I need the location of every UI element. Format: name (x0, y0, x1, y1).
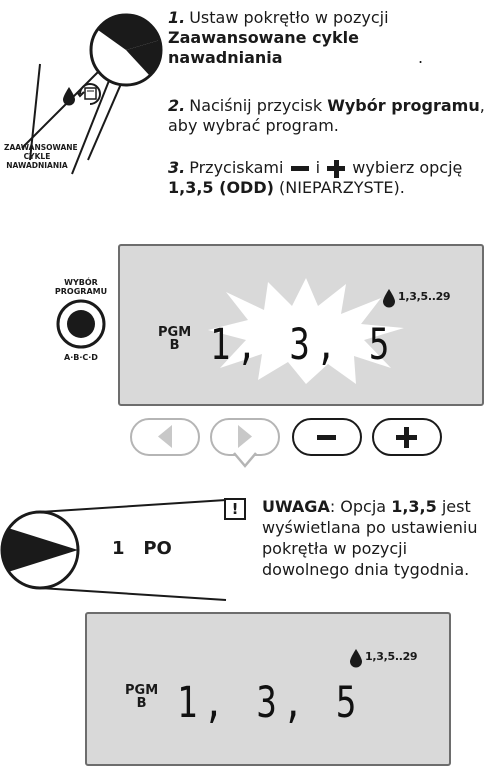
callout-pointer (233, 452, 257, 468)
program-button-options: A·B·C·D (64, 353, 98, 362)
lcd-display-top: PGM B 1, 3, 5 1,3,5..29 (118, 244, 484, 406)
step-2: 2.Naciśnij przycisk Wybór programu, aby … (168, 96, 498, 136)
step-text: wybierz opcję (352, 158, 463, 177)
note-body: jest wyświetlana po ustawieniu pokrętła … (262, 497, 478, 579)
step-emphasis: 1,3,5 (ODD) (168, 178, 274, 197)
plus-button[interactable] (372, 418, 442, 456)
lcd-value: 1, 3, 5 (210, 320, 396, 370)
arrow-right-icon (238, 425, 252, 448)
step-text: (NIEPARZYSTE). (273, 178, 405, 197)
warning-icon-glyph: ! (231, 500, 239, 518)
dial-label-line: CYKLE (23, 152, 51, 161)
step-text: Naciśnij przycisk (189, 96, 328, 115)
step-emphasis: Zaawansowane cykle nawadniania (168, 28, 359, 67)
program-button-label-line: WYBÓR (64, 278, 98, 287)
program-letter: B (169, 338, 180, 353)
dial-label-line: ZAAWANSOWANE (4, 143, 78, 152)
step-text: Ustaw pokrętło w pozycji (189, 8, 389, 27)
step-emphasis: Wybór programu (327, 96, 480, 115)
step-text: i (315, 158, 321, 177)
note-title: UWAGA (262, 497, 330, 516)
dial-label-line: NAWADNIANIA (6, 161, 68, 170)
minus-button[interactable] (292, 418, 362, 456)
pgm-indicator: PGM B (125, 684, 158, 710)
dial-position-text: 1 PO (112, 538, 172, 559)
plus-icon (327, 159, 346, 178)
program-button-label: WYBÓR PROGRAMU (48, 278, 114, 296)
lcd-display-bottom: PGM B 1, 3, 5 1,3,5..29 (85, 612, 451, 766)
flash-burst-icon (208, 278, 404, 384)
odd-days-label: 1,3,5..29 (398, 290, 451, 303)
program-letter: B (136, 696, 147, 711)
dial-label: ZAAWANSOWANE CYKLE NAWADNIANIA (4, 143, 78, 170)
step-number: 1. (168, 8, 186, 27)
odd-days-label: 1,3,5..29 (365, 650, 418, 663)
step-text: , aby wybrać program. (168, 96, 485, 135)
program-select-button[interactable] (55, 298, 107, 350)
minus-icon (290, 166, 309, 171)
warning-icon: ! (224, 498, 246, 520)
lcd-value: 1, 3, 5 (177, 678, 363, 728)
step-text: Przyciskami (189, 158, 284, 177)
step-1: 1.Ustaw pokrętło w pozycji Zaawansowane … (168, 8, 498, 68)
minus-icon (317, 434, 336, 440)
left-arrow-button[interactable] (130, 418, 200, 456)
step-3: 3.Przyciskami i wybierz opcję 1,3,5 (ODD… (168, 158, 498, 198)
pgm-indicator: PGM B (158, 326, 191, 352)
dial-illustration (21, 13, 163, 175)
cycle-calendar-icon (76, 83, 101, 105)
dial-callout (0, 499, 227, 601)
step-number: 3. (168, 158, 186, 177)
note-emphasis: 1,3,5 (391, 497, 437, 516)
pgm-label: PGM (158, 325, 192, 340)
water-drop-icon (350, 649, 362, 668)
step-text: . (418, 48, 424, 67)
note-body: : Opcja (329, 497, 392, 516)
plus-icon (396, 427, 417, 448)
note-text: UWAGA: Opcja 1,3,5 jest wyświetlana po u… (262, 496, 498, 580)
water-drop-icon (63, 87, 75, 106)
program-button-label-line: PROGRAMU (54, 287, 108, 296)
arrow-left-icon (158, 425, 172, 448)
pgm-label: PGM (125, 683, 159, 698)
right-arrow-button[interactable] (210, 418, 280, 456)
step-number: 2. (168, 96, 186, 115)
water-drop-icon (383, 289, 395, 308)
